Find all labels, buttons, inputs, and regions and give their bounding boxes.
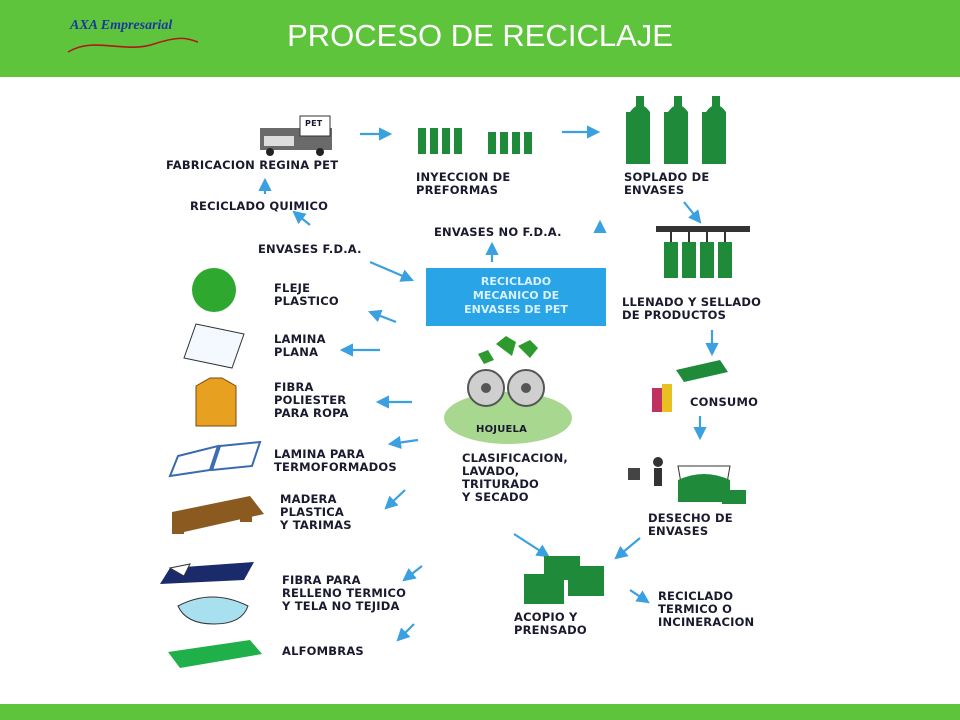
pallet-icon xyxy=(172,496,264,534)
label-reciclado-quimico: RECICLADO QUIMICO xyxy=(190,199,329,213)
label-hojuela: HOJUELA xyxy=(476,424,528,435)
flow-arrows xyxy=(258,125,719,642)
center-process-box xyxy=(426,268,606,326)
fabric-icon xyxy=(160,562,254,584)
filling-machine-icon xyxy=(656,226,750,278)
carpet-icon xyxy=(168,640,262,668)
label-consumo: CONSUMO xyxy=(690,395,759,409)
label-envases-fda: ENVASES F.D.A. xyxy=(258,242,362,256)
consumer-products-icon xyxy=(652,360,728,412)
label-soplado: SOPLADO DE ENVASES xyxy=(624,170,710,197)
bottles-icon xyxy=(626,96,726,164)
product-label: FIBRA POLIESTER PARA ROPA xyxy=(274,380,349,420)
grinder-icon xyxy=(444,336,572,444)
label-reciclado-termico: RECICLADO TERMICO O INCINERACION xyxy=(658,589,755,629)
product-label: ALFOMBRAS xyxy=(282,644,364,658)
product-label: MADERA PLASTICA Y TARIMAS xyxy=(280,492,352,532)
trays-icon xyxy=(168,440,262,478)
label-desecho: DESECHO DE ENVASES xyxy=(648,511,733,538)
footer-bar xyxy=(0,704,960,720)
fleje-icon xyxy=(192,268,236,312)
logo-swoosh-icon xyxy=(67,37,199,53)
product-label: FLEJE PLASTICO xyxy=(274,281,339,308)
label-clasificacion: CLASIFICACION, LAVADO, TRITURADO Y SECAD… xyxy=(462,451,568,504)
waste-bin-icon xyxy=(628,457,746,504)
product-label: FIBRA PARA RELLENO TERMICO Y TELA NO TEJ… xyxy=(282,573,407,613)
label-fabricacion: FABRICACION REGINA PET xyxy=(166,158,339,172)
jacket-icon xyxy=(195,377,237,427)
cushion-icon xyxy=(177,596,249,625)
label-pet-tag: PET xyxy=(305,119,323,128)
page-title: PROCESO DE RECICLAJE xyxy=(287,18,673,53)
lamina-icon xyxy=(183,323,245,369)
product-label: LAMINA PLANA xyxy=(274,332,326,359)
pet-truck-icon xyxy=(260,115,332,156)
label-llenado: LLENADO Y SELLADO DE PRODUCTOS xyxy=(622,295,762,322)
header-bar xyxy=(0,0,960,77)
center-process-label: RECICLADO MECANICO DE ENVASES DE PET xyxy=(464,275,568,316)
bales-icon xyxy=(524,556,604,604)
label-inyeccion: INYECCION DE PREFORMAS xyxy=(416,170,511,197)
product-label: LAMINA PARA TERMOFORMADOS xyxy=(274,447,397,474)
label-acopio: ACOPIO Y PRENSADO xyxy=(514,610,587,637)
label-envases-no-fda: ENVASES NO F.D.A. xyxy=(434,225,562,239)
logo: AXA Empresarial xyxy=(70,18,173,33)
preforms-icon xyxy=(418,128,532,154)
